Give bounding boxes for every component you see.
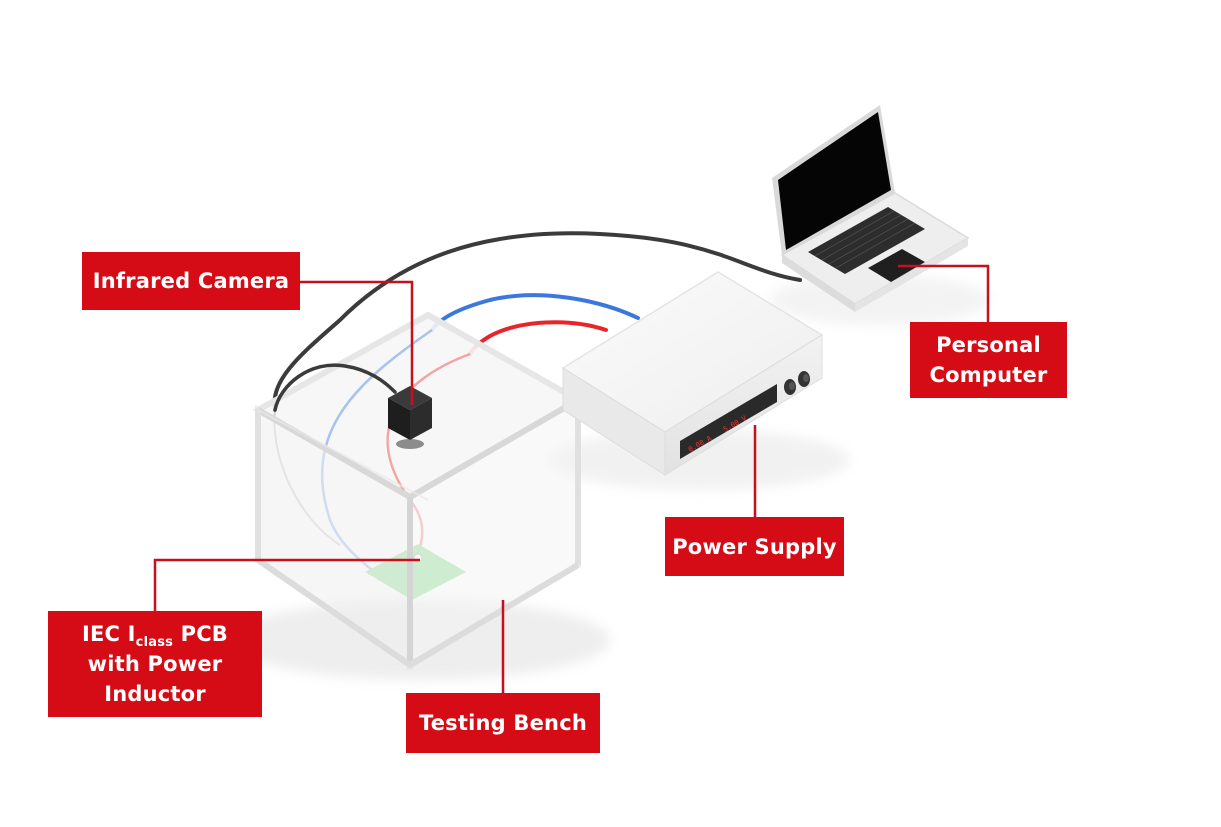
infrared-camera-label: Infrared Camera <box>82 252 300 310</box>
personal-computer-label-line2: Computer <box>929 363 1048 387</box>
pcb-label-line2: with Power <box>87 652 223 676</box>
leader-lines <box>153 264 990 693</box>
pcb-label-subscript: class <box>135 635 174 650</box>
laptop-icon <box>772 105 970 312</box>
camera-cable <box>273 363 397 412</box>
personal-computer-label-line1: Personal <box>936 333 1041 357</box>
infrared-camera-icon <box>388 386 432 449</box>
usb-cable <box>272 231 802 412</box>
power-supply-icon: 0.00 A 5.00 V <box>561 271 824 476</box>
testing-bench-enclosure <box>252 311 584 671</box>
blue-cable <box>430 293 640 332</box>
pcb-label-line3: Inductor <box>104 682 206 706</box>
leader-pc <box>898 264 990 322</box>
pcb-label-line1: IEC Iclass PCB <box>82 619 228 649</box>
testing-bench-label: Testing Bench <box>406 693 600 753</box>
power-supply-label-text: Power Supply <box>672 534 837 559</box>
pcb-label-prefix: IEC I <box>81 622 136 646</box>
leader-camera <box>300 280 414 405</box>
pcb-label-suffix: PCB <box>173 622 229 646</box>
testing-bench-label-text: Testing Bench <box>418 711 587 735</box>
pcb-label: IEC Iclass PCB with Power Inductor <box>48 611 262 717</box>
infrared-camera-label-text: Infrared Camera <box>92 269 290 293</box>
leader-pcb <box>153 558 420 611</box>
personal-computer-label: Personal Computer <box>910 322 1067 398</box>
power-supply-label: Power Supply <box>665 517 844 576</box>
